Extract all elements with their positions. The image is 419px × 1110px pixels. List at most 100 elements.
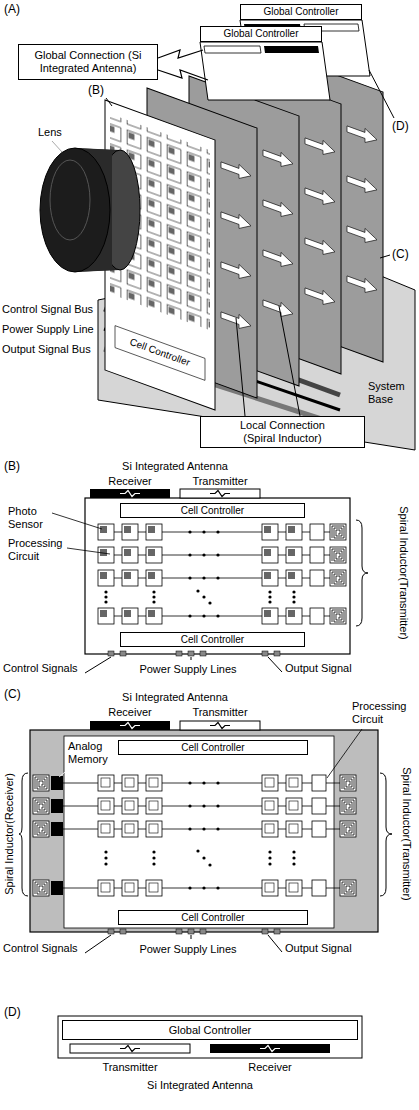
controller-box: Cell Controller [118, 740, 308, 755]
leader-line [268, 935, 282, 952]
leader-line [191, 935, 192, 939]
antenna-symbol [210, 491, 230, 497]
brace [380, 773, 392, 896]
signal-label: Power Supply Lines [139, 663, 236, 676]
wire [106, 555, 338, 556]
callout-box: Global Connection (Si Integrated Antenna… [18, 44, 158, 80]
ellipsis-dots [104, 530, 295, 617]
callout-letter: (D) [392, 120, 409, 133]
box-text: Cell Controller [181, 505, 244, 517]
chip-outline [30, 730, 378, 932]
part-label: Si Integrated Antenna [122, 691, 228, 704]
controller-box: Global Controller [62, 1020, 358, 1040]
wire [106, 616, 338, 617]
antenna-transmitter [204, 46, 261, 53]
local-link [347, 122, 377, 297]
box-text: Global Controller [169, 1024, 252, 1037]
antenna-symbol [120, 491, 140, 497]
signal-label: Control Signals [3, 662, 78, 675]
antenna-receiver [210, 1044, 330, 1053]
chip-outline [85, 498, 350, 654]
antenna-transmitter [70, 1044, 190, 1053]
antenna-receiver [264, 46, 319, 53]
signal-label: Power Supply Lines [139, 943, 236, 956]
leader-line [327, 729, 362, 778]
callout-box: Local Connection (Spiral Inductor) [200, 416, 365, 448]
leader-line [67, 548, 110, 554]
part-label: Transmitter [102, 1061, 157, 1074]
box-text: Global Controller [263, 6, 338, 18]
antenna-receiver [90, 489, 170, 498]
antenna-symbol [120, 723, 140, 729]
local-link [305, 134, 335, 309]
wireless-link [158, 70, 208, 80]
antenna-symbol [210, 723, 230, 729]
pins [108, 929, 280, 934]
leader-line [59, 768, 70, 777]
signal-label: Power Supply Line [2, 323, 94, 336]
leader-line [52, 141, 62, 152]
leader-line [369, 70, 394, 118]
box-text: Cell Controller [181, 634, 244, 646]
leader-line [52, 513, 102, 529]
part-label: Transmitter [192, 706, 247, 719]
cell-area [64, 736, 334, 928]
box-text: Local Connection (Spiral Inductor) [227, 419, 339, 444]
callout-letter: (C) [392, 248, 409, 261]
leader-line [380, 255, 390, 258]
part-label: Spiral Inductor(Transmitter) [397, 506, 410, 639]
part-label: Analog Memory [68, 740, 114, 766]
ellipsis-dots [104, 781, 295, 889]
box-text: Global Controller [223, 28, 298, 40]
controller-board: Global Controller [240, 4, 362, 20]
callout-letter: (B) [88, 84, 104, 97]
local-link [263, 146, 293, 321]
signal-label: Control Signals [3, 942, 78, 955]
part-label: Photo Sensor [8, 505, 50, 531]
processing-cells [33, 775, 356, 896]
panel-letter: (C) [4, 688, 21, 701]
leader-line [279, 306, 300, 416]
part-label: Lens [38, 126, 62, 139]
controller-board: Global Controller [200, 26, 322, 42]
brace [19, 773, 28, 896]
leader-line [236, 318, 245, 416]
controller-outline [115, 326, 205, 381]
pins [108, 651, 280, 656]
panel-letter: (B) [4, 460, 20, 473]
leader-line [106, 98, 112, 106]
part-label: Receiver [108, 475, 151, 488]
controller-box: Cell Controller [120, 632, 305, 647]
controller-box: Cell Controller [120, 503, 305, 518]
antenna-transmitter [180, 489, 260, 498]
part-label: Receiver [248, 1061, 291, 1074]
part-label: Spiral Inductor(Receiver) [2, 773, 15, 895]
wire [106, 578, 338, 579]
controller-outline [58, 1016, 362, 1058]
signal-label: Output Signal [285, 662, 352, 675]
part-label: System Base [368, 380, 412, 406]
controller-board [200, 42, 330, 100]
leader-line [268, 657, 282, 672]
wire [106, 532, 338, 533]
part-label: Receiver [108, 706, 151, 719]
box-text: Global Connection (Si Integrated Antenna… [23, 49, 153, 74]
antenna-receiver [90, 721, 170, 730]
antenna-symbol [260, 1046, 280, 1052]
local-link [221, 158, 251, 333]
part-label: Si Integrated Antenna [122, 460, 228, 473]
pixel-cells [98, 524, 346, 624]
part-label: Si Integrated Antenna [147, 1079, 253, 1092]
panel-letter: (D) [4, 1006, 21, 1019]
wireless-link [158, 50, 203, 58]
antenna-transmitter [180, 721, 260, 730]
lens-front [40, 148, 110, 272]
part-label: Spiral Inductor(Transmitter) [400, 767, 413, 900]
leader-line [191, 657, 192, 660]
leader-line [85, 935, 111, 953]
signal-label: Output Signal [285, 942, 352, 955]
box-text: Cell Controller [181, 742, 244, 754]
brace [356, 520, 368, 626]
box-text: Cell Controller [181, 912, 244, 924]
panel-letter: (A) [4, 3, 20, 16]
